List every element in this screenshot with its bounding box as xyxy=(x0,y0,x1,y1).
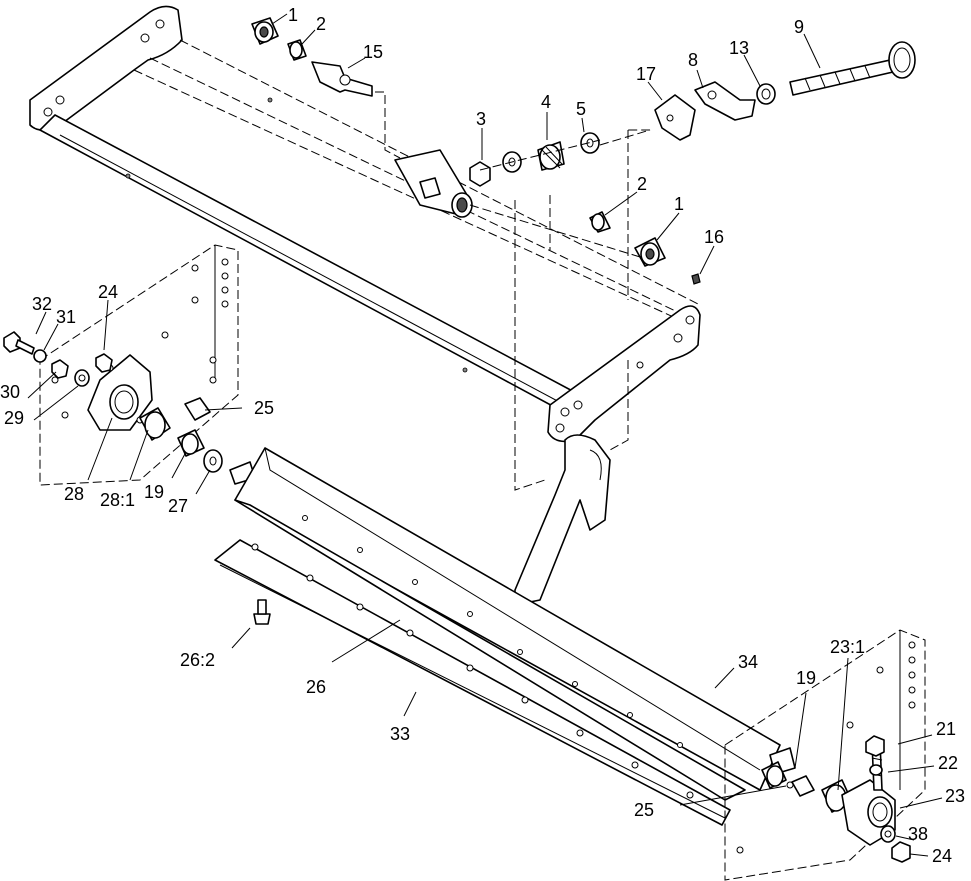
callout-23: 23 xyxy=(945,786,965,806)
callout-30: 30 xyxy=(0,382,20,402)
callout-28: 28 xyxy=(64,484,84,504)
callout-38: 38 xyxy=(908,824,928,844)
callout-19b: 19 xyxy=(796,668,816,688)
callout-21: 21 xyxy=(936,719,956,739)
callout-34: 34 xyxy=(738,652,758,672)
roller-assembly xyxy=(214,447,796,826)
top-hardware xyxy=(251,17,916,285)
callout-24b: 24 xyxy=(932,846,952,866)
callout-3: 3 xyxy=(476,109,486,129)
callout-16: 16 xyxy=(704,227,724,247)
callout-2b: 2 xyxy=(637,174,647,194)
callout-13: 13 xyxy=(729,38,749,58)
callout-27: 27 xyxy=(168,496,188,516)
callout-17: 17 xyxy=(636,64,656,84)
callout-25b: 25 xyxy=(634,800,654,820)
callout-9: 9 xyxy=(794,17,804,37)
callout-25: 25 xyxy=(254,398,274,418)
callout-26: 26 xyxy=(306,677,326,697)
callout-19: 19 xyxy=(144,482,164,502)
right-side-plate xyxy=(724,629,926,881)
callout-labels: 1 2 15 9 13 8 17 3 4 5 2 1 16 32 31 24 3… xyxy=(0,5,965,866)
left-side-plate xyxy=(3,244,239,486)
rear-frame xyxy=(29,5,701,443)
callout-31: 31 xyxy=(56,307,76,327)
callout-22: 22 xyxy=(938,753,958,773)
callout-29: 29 xyxy=(4,408,24,428)
callout-1: 1 xyxy=(288,5,298,25)
callout-28-1: 28:1 xyxy=(100,490,135,510)
callout-24: 24 xyxy=(98,282,118,302)
callout-23-1: 23:1 xyxy=(830,637,865,657)
callout-33: 33 xyxy=(390,724,410,744)
callout-26-2: 26:2 xyxy=(180,650,215,670)
callout-1b: 1 xyxy=(674,194,684,214)
callout-32: 32 xyxy=(32,294,52,314)
leader-lines xyxy=(27,13,943,857)
callout-5: 5 xyxy=(576,99,586,119)
callout-15: 15 xyxy=(363,42,383,62)
callout-8: 8 xyxy=(688,50,698,70)
callout-2: 2 xyxy=(316,14,326,34)
callout-4: 4 xyxy=(541,92,551,112)
